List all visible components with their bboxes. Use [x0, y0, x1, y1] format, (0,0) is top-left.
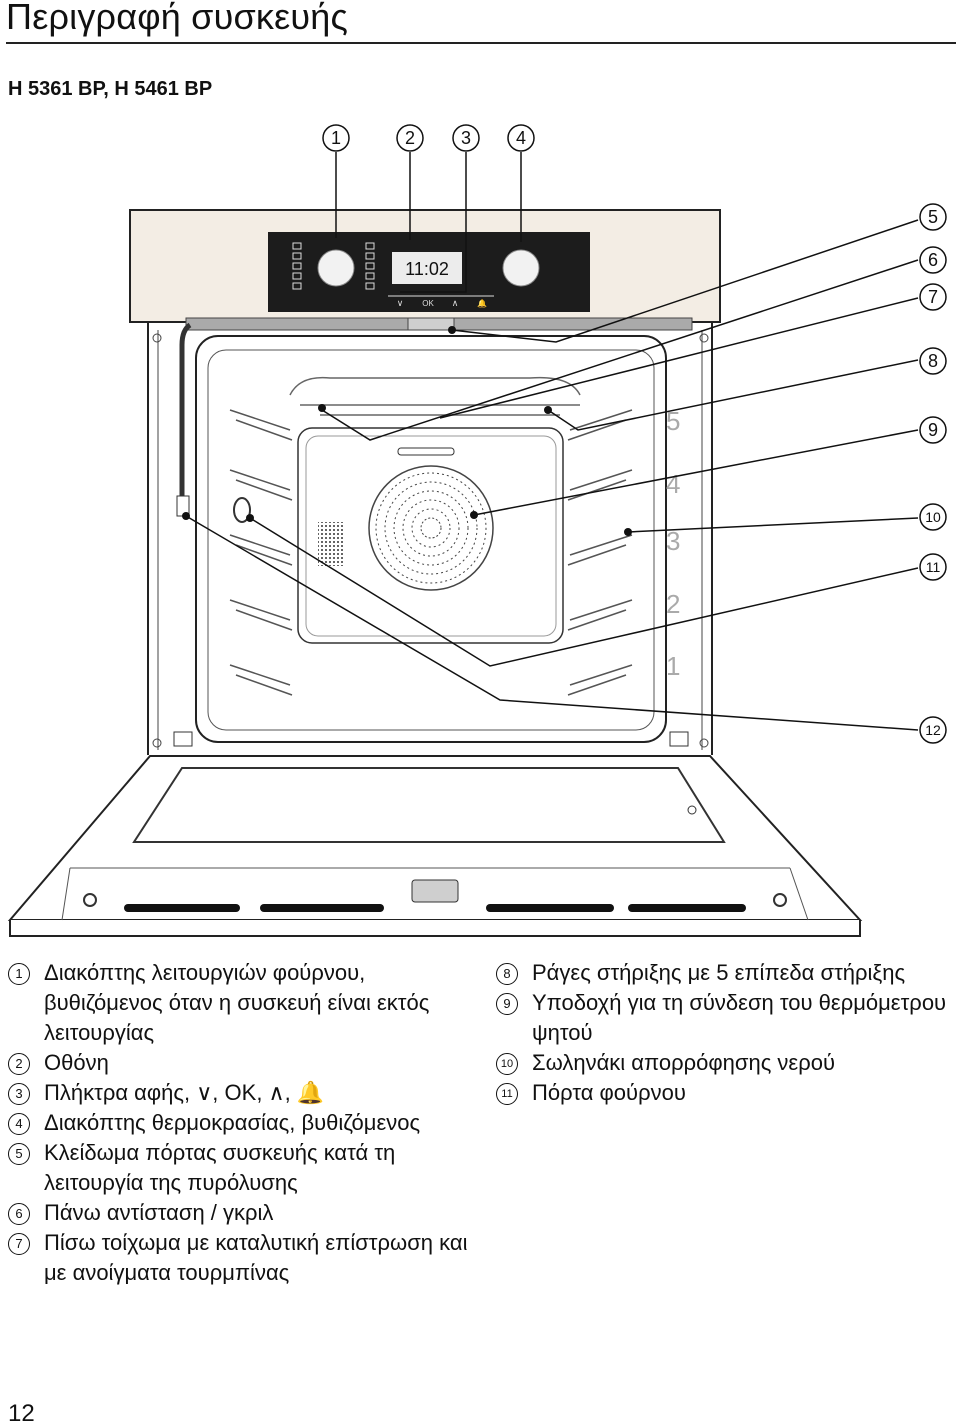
callout-11: 11	[919, 553, 947, 581]
legend-text: Πίσω τοίχωμα με καταλυτική επίστρωση και…	[44, 1230, 468, 1285]
callout-4: 4	[507, 124, 535, 152]
water-suction-tube	[179, 322, 192, 500]
shelf-runners-right	[567, 409, 633, 696]
legend-num: 1	[8, 963, 30, 985]
leader-8	[547, 359, 919, 431]
svg-text:7: 7	[928, 287, 938, 307]
callout-12: 12	[919, 716, 947, 744]
page-number: 12	[8, 1400, 35, 1427]
svg-text:4: 4	[516, 128, 526, 148]
display-time: 11:02	[405, 259, 449, 279]
leader-11	[249, 517, 919, 667]
svg-text:8: 8	[928, 351, 938, 371]
legend-text: Πλήκτρα αφής, ∨, OK, ∧, 🔔	[44, 1080, 325, 1105]
leader-6	[321, 259, 919, 441]
legend-text: Πόρτα φούρνου	[532, 1080, 686, 1105]
svg-text:6: 6	[928, 250, 938, 270]
door-lock	[407, 317, 455, 331]
oven-body	[147, 322, 713, 755]
callout-10: 10	[919, 503, 947, 531]
callout-7: 7	[919, 283, 947, 311]
svg-text:5: 5	[928, 207, 938, 227]
display-screen	[392, 252, 462, 284]
touch-key-up[interactable]: ∧	[452, 298, 459, 308]
function-selector-knob	[317, 249, 355, 287]
svg-text:3: 3	[461, 128, 471, 148]
leader-7	[439, 297, 919, 419]
svg-text:10: 10	[925, 509, 941, 525]
legend-text: Πάνω αντίσταση / γκριλ	[44, 1200, 274, 1225]
svg-text:2: 2	[405, 128, 415, 148]
function-icons	[292, 242, 375, 290]
legend-left-column: 1 Διακόπτης λειτουργιών φούρνου, βυθιζόμε…	[8, 958, 478, 1288]
legend-item-9: 9 Υποδοχή για τη σύνδεση του θερμόμετρου …	[496, 988, 956, 1048]
legend-item-5: 5 Κλείδωμα πόρτας συσκευής κατά τη λειτου…	[8, 1138, 478, 1198]
leader-3	[400, 152, 467, 293]
model-heading: H 5361 BP, H 5461 BP	[8, 78, 213, 100]
legend-num: 5	[8, 1143, 30, 1165]
svg-text:9: 9	[928, 420, 938, 440]
legend-item-1: 1 Διακόπτης λειτουργιών φούρνου, βυθιζόμε…	[8, 958, 478, 1048]
svg-text:1: 1	[331, 128, 341, 148]
title-divider	[6, 42, 956, 44]
callout-5: 5	[919, 203, 947, 231]
meat-probe-socket	[233, 497, 251, 523]
shelf-level-4: 4	[666, 469, 680, 499]
callout-2: 2	[396, 124, 424, 152]
legend-text: Διακόπτης θερμοκρασίας, βυθιζόμενος	[44, 1110, 421, 1135]
legend-text: Σωληνάκι απορρόφησης νερού	[532, 1050, 836, 1075]
vent-holes	[318, 522, 344, 566]
callout-3: 3	[452, 124, 480, 152]
legend-text: Κλείδωμα πόρτας συσκευής κατά τη λειτουρ…	[44, 1140, 396, 1195]
legend-item-4: 4 Διακόπτης θερμοκρασίας, βυθιζόμενος	[8, 1108, 478, 1138]
shelf-level-2: 2	[666, 589, 680, 619]
shelf-level-3: 3	[666, 526, 680, 556]
touch-key-ok[interactable]: OK	[422, 299, 434, 308]
leader-10	[627, 517, 919, 533]
callout-8: 8	[919, 347, 947, 375]
legend-item-10: 10 Σωληνάκι απορρόφησης νερού	[496, 1048, 956, 1078]
touch-key-bell[interactable]: 🔔	[477, 299, 487, 308]
temperature-knob	[502, 249, 540, 287]
legend-text: Υποδοχή για τη σύνδεση του θερμόμετρου ψ…	[532, 990, 947, 1045]
legend-num: 10	[496, 1053, 518, 1075]
shelf-level-5: 5	[666, 406, 680, 436]
legend-num: 2	[8, 1053, 30, 1075]
touch-key-down[interactable]: ∨	[397, 298, 404, 308]
legend-text: Διακόπτης λειτουργιών φούρνου, βυθιζόμεν…	[44, 960, 430, 1045]
page-title: Περιγραφή συσκευής	[6, 0, 349, 37]
legend-num: 8	[496, 963, 518, 985]
callout-1: 1	[322, 124, 350, 152]
legend-item-2: 2 Οθόνη	[8, 1048, 478, 1078]
leader-5	[451, 219, 919, 343]
door-handle-window	[411, 879, 459, 903]
legend-item-8: 8 Ράγες στήριξης με 5 επίπεδα στήριξης	[496, 958, 956, 988]
legend-num: 3	[8, 1083, 30, 1105]
shelf-level-1: 1	[666, 651, 680, 681]
legend-item-11: 11 Πόρτα φούρνου	[496, 1078, 956, 1108]
svg-text:12: 12	[925, 722, 941, 738]
oven-diagram: 11:02 ∨ OK ∧ 🔔	[7, 124, 947, 937]
leader-9	[473, 429, 919, 516]
legend-text: Οθόνη	[44, 1050, 109, 1075]
door-glass	[132, 767, 726, 843]
svg-text:11: 11	[926, 559, 941, 575]
legend-item-6: 6 Πάνω αντίσταση / γκριλ	[8, 1198, 478, 1228]
legend-num: 6	[8, 1203, 30, 1225]
callout-6: 6	[919, 246, 947, 274]
legend-item-3: 3 Πλήκτρα αφής, ∨, OK, ∧, 🔔	[8, 1078, 478, 1108]
legend-num: 7	[8, 1233, 30, 1255]
shelf-runners-left	[229, 409, 293, 696]
fan-opening	[368, 465, 494, 591]
legend-item-7: 7 Πίσω τοίχωμα με καταλυτική επίστρωση κα…	[8, 1228, 478, 1288]
legend-text: Ράγες στήριξης με 5 επίπεδα στήριξης	[532, 960, 906, 985]
leader-12	[185, 515, 919, 731]
legend-num: 4	[8, 1113, 30, 1135]
legend-num: 11	[496, 1083, 518, 1105]
legend-num: 9	[496, 993, 518, 1015]
callout-9: 9	[919, 416, 947, 444]
